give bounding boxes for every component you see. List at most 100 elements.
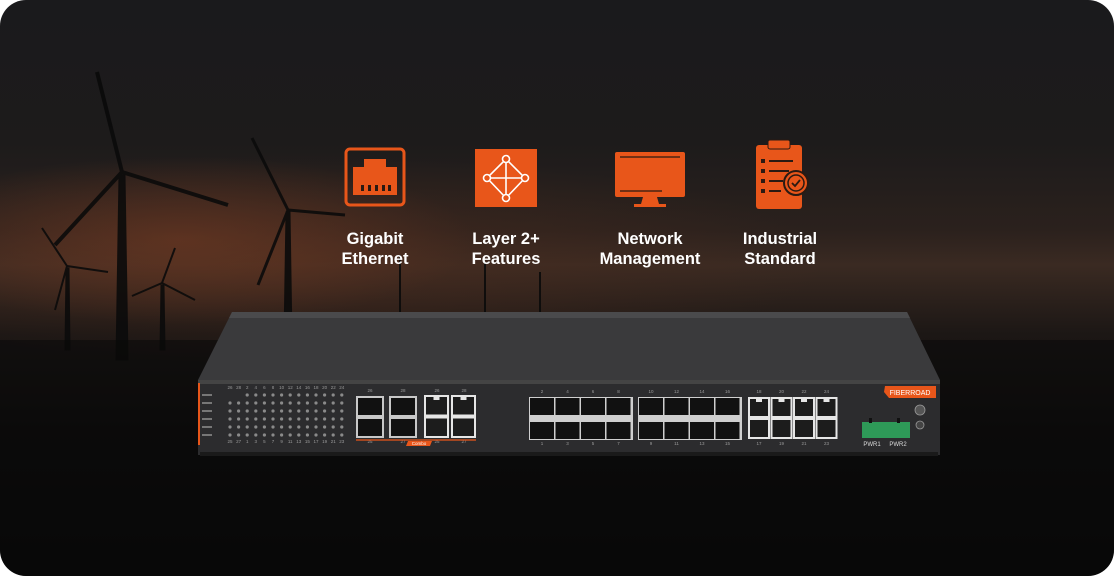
- console-port[interactable]: [914, 404, 926, 416]
- status-led: [288, 433, 292, 437]
- led-number: 13: [296, 439, 302, 444]
- status-led: [262, 417, 266, 421]
- status-led: [323, 401, 327, 405]
- status-led: [340, 417, 344, 421]
- sfp-port[interactable]: [606, 398, 631, 415]
- led-number: 26: [227, 385, 233, 390]
- feature-title: Ethernet: [341, 250, 409, 268]
- led-number: 15: [305, 439, 311, 444]
- status-led: [323, 425, 327, 429]
- feature-title: Layer 2+: [472, 230, 540, 248]
- led-number: 28: [236, 385, 242, 390]
- status-led: [228, 433, 232, 437]
- status-led: [288, 401, 292, 405]
- port-number: 20: [779, 389, 785, 394]
- status-led: [314, 401, 318, 405]
- turbine-blade: [121, 170, 229, 207]
- sfp-port[interactable]: [639, 398, 663, 415]
- status-led: [262, 433, 266, 437]
- port-number: 14: [699, 389, 705, 394]
- sfp-port[interactable]: [530, 398, 554, 415]
- sfp-port[interactable]: [581, 422, 605, 439]
- led-number: 6: [263, 385, 266, 390]
- status-led: [314, 425, 318, 429]
- status-led: [228, 401, 232, 405]
- rj45-port[interactable]: [817, 420, 836, 437]
- status-led: [297, 409, 301, 413]
- status-led: [331, 417, 335, 421]
- sfp-port[interactable]: [581, 398, 605, 415]
- status-led: [271, 425, 275, 429]
- rj45-port[interactable]: [750, 399, 768, 416]
- sfp-port[interactable]: [690, 398, 714, 415]
- ground-icon: [915, 420, 925, 430]
- sfp-port[interactable]: [664, 422, 689, 439]
- feature-title: Industrial: [742, 230, 818, 248]
- sfp-port[interactable]: [690, 422, 714, 439]
- status-led: [245, 393, 249, 397]
- status-led: [271, 409, 275, 413]
- status-led: [237, 425, 241, 429]
- status-led: [288, 417, 292, 421]
- sfp-port[interactable]: [530, 422, 554, 439]
- status-led: [271, 401, 275, 405]
- sfp-port[interactable]: [555, 422, 580, 439]
- switch-top-cover: [198, 312, 940, 380]
- sfp-port[interactable]: [555, 398, 580, 415]
- port-number: 21: [801, 441, 807, 446]
- rj45-port[interactable]: [426, 397, 447, 415]
- pwr1-label: PWR1: [863, 442, 881, 448]
- port-number: 16: [725, 389, 731, 394]
- port-number: 2: [541, 389, 544, 394]
- turbine-blade: [161, 282, 196, 301]
- sfp-port[interactable]: [715, 398, 740, 415]
- sfp-port[interactable]: [606, 422, 631, 439]
- sfp-port[interactable]: [664, 398, 689, 415]
- status-led: [254, 433, 258, 437]
- port-number: 23: [824, 441, 830, 446]
- status-led: [340, 401, 344, 405]
- sfp-port[interactable]: [358, 398, 382, 415]
- rj45-port[interactable]: [772, 420, 791, 437]
- status-led: [297, 393, 301, 397]
- port-number: 25: [434, 439, 440, 444]
- status-led: [297, 433, 301, 437]
- status-led: [314, 393, 318, 397]
- rj45-port[interactable]: [453, 397, 474, 415]
- rj45-port[interactable]: [817, 399, 836, 416]
- status-led: [254, 393, 258, 397]
- rj45-port[interactable]: [453, 418, 474, 437]
- port-number: 18: [756, 389, 762, 394]
- sfp-port[interactable]: [358, 419, 382, 436]
- turbine-blade: [66, 265, 109, 273]
- status-led: [331, 393, 335, 397]
- rj45-port[interactable]: [795, 420, 813, 437]
- led-number: 20: [322, 385, 328, 390]
- turbine-blade: [53, 170, 124, 247]
- clipboard-check-icon: [756, 139, 809, 209]
- status-led: [228, 409, 232, 413]
- turbine-blade: [54, 265, 68, 311]
- status-led: [280, 401, 284, 405]
- status-led: [245, 425, 249, 429]
- sfp-port[interactable]: [391, 398, 415, 415]
- rj45-port[interactable]: [750, 420, 768, 437]
- sfp-port[interactable]: [391, 419, 415, 436]
- sfp-port[interactable]: [715, 422, 740, 439]
- sfp-port[interactable]: [639, 422, 663, 439]
- status-led: [245, 433, 249, 437]
- status-led: [271, 433, 275, 437]
- status-led: [340, 433, 344, 437]
- led-number: 10: [279, 385, 285, 390]
- status-led: [262, 409, 266, 413]
- rj45-port[interactable]: [772, 399, 791, 416]
- status-led: [254, 401, 258, 405]
- status-led: [280, 433, 284, 437]
- rj45-port[interactable]: [795, 399, 813, 416]
- status-led: [297, 401, 301, 405]
- status-led: [271, 393, 275, 397]
- port-number: 28: [461, 388, 467, 393]
- rj45-port[interactable]: [426, 418, 447, 437]
